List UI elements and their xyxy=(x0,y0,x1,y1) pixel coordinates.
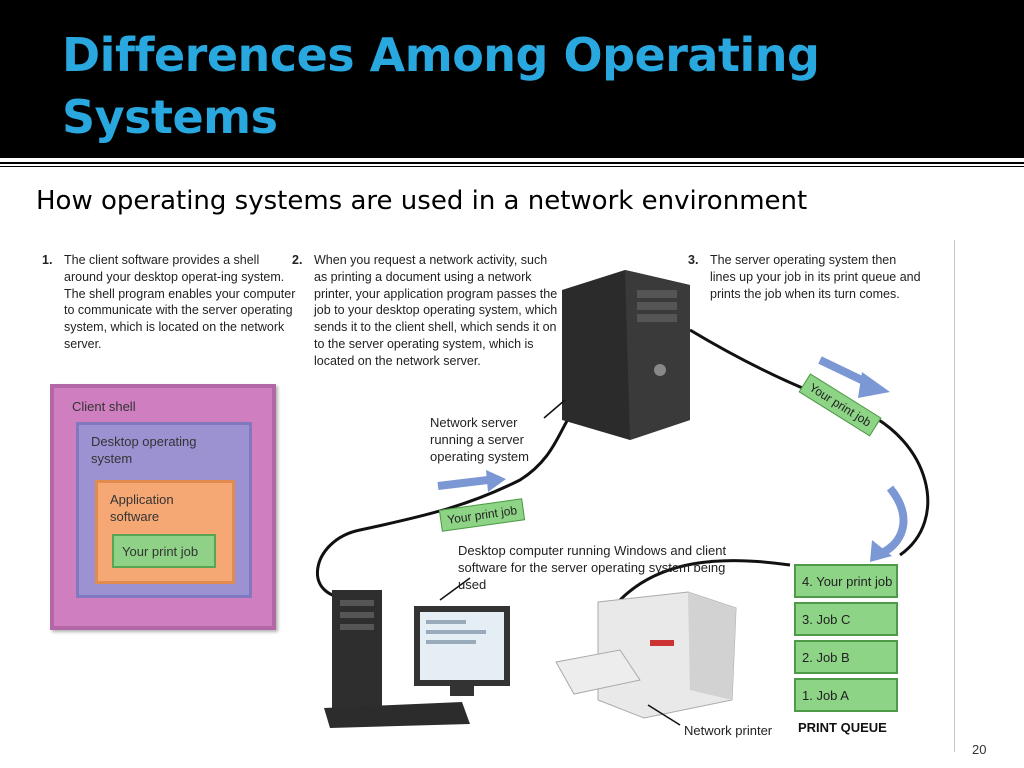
slide-title: Differences Among Operating Systems xyxy=(62,28,820,144)
print-queue-title: PRINT QUEUE xyxy=(798,720,887,735)
flow-arrow-diagonal xyxy=(858,372,890,398)
title-bar: Differences Among Operating Systems xyxy=(0,0,1024,158)
print-job-label: Your print job xyxy=(122,544,199,559)
step-text: The server operating system then lines u… xyxy=(710,253,921,301)
flow-arrow-right xyxy=(437,476,489,490)
queue-item: 1. Job A xyxy=(794,678,898,712)
server-tower-icon xyxy=(562,270,690,440)
step-text: The client software provides a shell aro… xyxy=(64,253,296,351)
page-number: 20 xyxy=(972,742,987,757)
step-number: 2. xyxy=(292,253,303,267)
desktop-tower-icon xyxy=(332,590,382,710)
queue-item: 4. Your print job xyxy=(794,564,898,598)
queue-item: 2. Job B xyxy=(794,640,898,674)
printer-icon xyxy=(555,591,737,719)
slide-subtitle: How operating systems are used in a netw… xyxy=(36,186,808,216)
desktop-os-label: Desktop operating system xyxy=(91,434,197,466)
application-label: Application software xyxy=(110,492,174,524)
flow-arrow-curve xyxy=(870,540,892,562)
printer-label: Network printer xyxy=(684,723,773,738)
client-shell-label: Client shell xyxy=(72,399,136,414)
desktop-label: Desktop computer running Windows and cli… xyxy=(458,543,727,592)
flow-arrow-right xyxy=(486,470,506,492)
flow-arrow-curve xyxy=(881,485,908,556)
divider xyxy=(0,166,1024,167)
divider xyxy=(0,162,1024,164)
application-box: Application software xyxy=(95,480,235,584)
print-job-box: Your print job xyxy=(112,534,216,568)
keyboard-icon xyxy=(324,702,470,728)
server-label: Network server running a server operatin… xyxy=(430,415,529,464)
step-text: When you request a network activity, suc… xyxy=(314,253,558,368)
queue-item: 3. Job C xyxy=(794,602,898,636)
monitor-icon xyxy=(414,606,510,696)
step-number: 1. xyxy=(42,253,53,267)
figure-border xyxy=(954,240,955,752)
step-number: 3. xyxy=(688,253,699,267)
